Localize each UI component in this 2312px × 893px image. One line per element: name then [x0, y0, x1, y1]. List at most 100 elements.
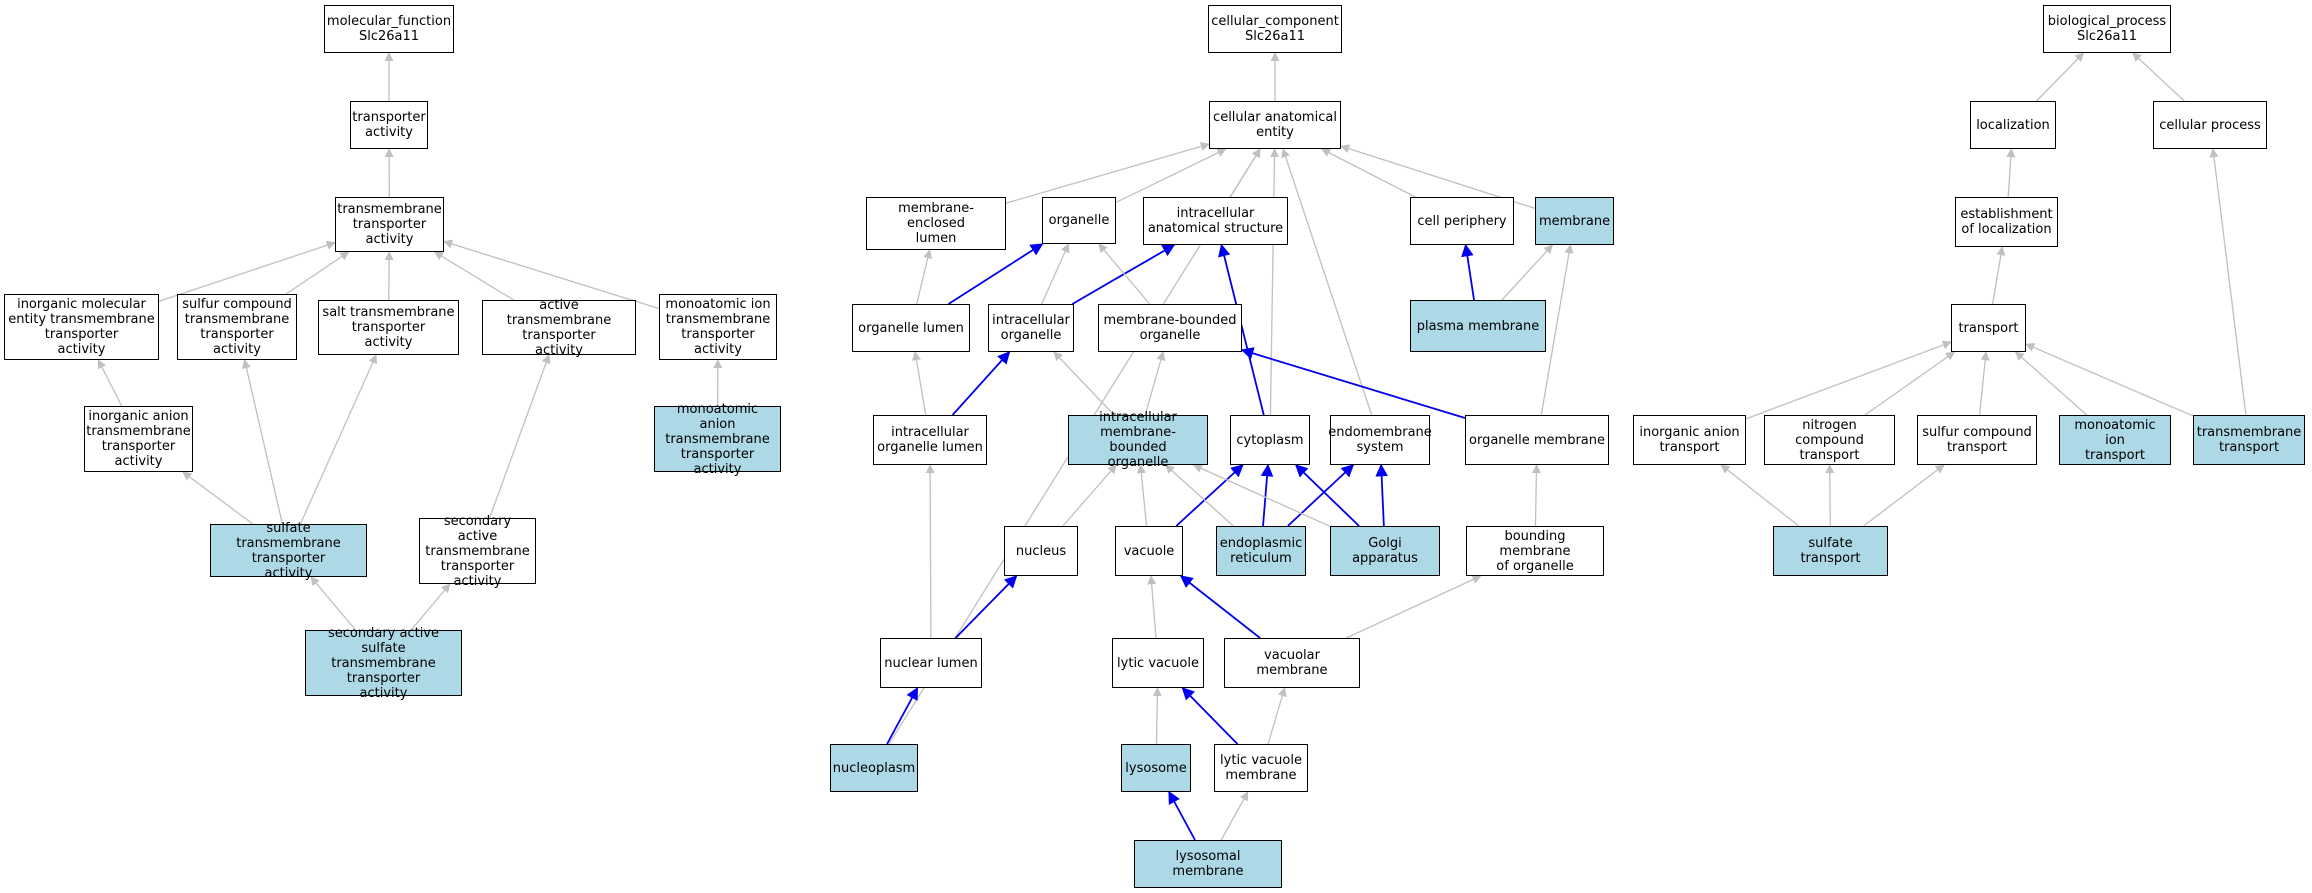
- edge-nuclear_lumen-to-nucleus: [954, 575, 1018, 639]
- edge-cellular_process-to-bp_root: [2132, 52, 2185, 102]
- edge-organelle_lumen-to-organelle: [948, 243, 1044, 305]
- edge-nitrogen_compound_transport-to-transport: [1864, 351, 1956, 416]
- edge-organelle_membrane-to-membrane: [1540, 244, 1574, 416]
- edge-transport-to-establishment_of_localization: [1991, 246, 2006, 305]
- edge-cell_periphery-to-cellular_anatomical_entity: [1320, 148, 1416, 198]
- edge-vacuole-to-cytoplasm: [1175, 464, 1244, 527]
- edge-monoatomic_ion_transport-to-transport: [2014, 351, 2088, 416]
- node-organelle[interactable]: organelle: [1042, 197, 1116, 244]
- node-lysosome[interactable]: lysosome: [1121, 744, 1191, 792]
- edge-cytoplasm-to-intracellular_anatomical_structure: [1218, 243, 1265, 416]
- edge-establishment_of_localization-to-localization: [2006, 148, 2016, 198]
- node-sulfate-transmembrane-transporter[interactable]: sulfate transmembrane transporter activi…: [210, 521, 367, 581]
- edge-intracellular_organelle_lumen-to-organelle_lumen: [911, 351, 927, 416]
- node-sulfur-compound-transporter[interactable]: sulfur compound transmembrane transporte…: [177, 294, 297, 360]
- edge-vacuolar_membrane-to-bounding_membrane_of_organelle: [1345, 575, 1482, 639]
- edge-lysosomal_membrane-to-lysosome: [1168, 790, 1196, 841]
- node-cytoplasm[interactable]: cytoplasm: [1230, 415, 1310, 465]
- node-organelle-lumen[interactable]: organelle lumen: [852, 304, 970, 352]
- edge-nuclear_lumen-to-intracellular_organelle_lumen: [925, 464, 935, 639]
- edge-endoplasmic_reticulum-to-endomembrane_system: [1287, 464, 1355, 527]
- node-sulfate-transport[interactable]: sulfate transport: [1773, 526, 1888, 576]
- edge-nucleoplasm-to-nuclear_lumen: [886, 686, 919, 745]
- node-localization[interactable]: localization: [1970, 101, 2056, 149]
- node-sulfur-compound-transport[interactable]: sulfur compound transport: [1917, 415, 2037, 465]
- edge-endomembrane_system-to-cellular_anatomical_entity: [1281, 148, 1373, 416]
- edge-sulfate_tt-to-sulfur_compound_tt: [242, 359, 284, 525]
- node-monoatomic-anion-transporter[interactable]: monoatomic anion transmembrane transport…: [654, 402, 781, 477]
- node-intracellular-organelle[interactable]: intracellular organelle: [988, 304, 1074, 352]
- edge-bounding_membrane_of_organelle-to-organelle_membrane: [1531, 464, 1541, 527]
- edge-lytic_vacuole-to-vacuole: [1147, 575, 1157, 639]
- node-cellular-process[interactable]: cellular process: [2153, 101, 2267, 149]
- node-intracellular-membrane-bounded-organelle[interactable]: intracellular membrane-bounded organelle: [1068, 410, 1208, 470]
- node-vacuolar-membrane[interactable]: vacuolar membrane: [1224, 638, 1360, 688]
- node-secondary-active-transporter[interactable]: secondary active transmembrane transport…: [419, 514, 536, 589]
- node-membrane-bounded-organelle[interactable]: membrane-bounded organelle: [1098, 304, 1242, 352]
- node-nucleus[interactable]: nucleus: [1004, 526, 1078, 576]
- node-inorganic-anion-transport[interactable]: inorganic anion transport: [1633, 415, 1746, 465]
- node-cellular-component-root[interactable]: cellular_component Slc26a11: [1208, 5, 1342, 53]
- edge-golgi_apparatus-to-cytoplasm: [1294, 464, 1360, 527]
- edge-monoatomic_ion_tt-to-transmembrane_transporter_activity: [443, 239, 660, 310]
- edge-organelle_lumen-to-membrane_enclosed_lumen: [916, 249, 933, 305]
- edge-secondary_active_sulfate_tt-to-secondary_active_tt: [410, 583, 451, 631]
- edge-localization-to-bp_root: [2036, 52, 2085, 102]
- edge-intracellular_organelle-to-intracellular_anatomical_structure: [1071, 244, 1176, 305]
- node-organelle-membrane[interactable]: organelle membrane: [1465, 415, 1609, 465]
- edge-sulfate_transport-to-inorganic_anion_transport: [1720, 464, 1800, 527]
- node-transport[interactable]: transport: [1951, 304, 2026, 352]
- edge-cytoplasm-to-cellular_anatomical_entity: [1269, 148, 1280, 416]
- node-monoatomic-ion-transport[interactable]: monoatomic ion transport: [2059, 415, 2171, 465]
- edge-inorganic_anion_tt-to-inorganic_molecular_entity_tt: [97, 359, 123, 407]
- node-cellular-anatomical-entity[interactable]: cellular anatomical entity: [1209, 101, 1341, 149]
- node-bounding-membrane-of-organelle[interactable]: bounding membrane of organelle: [1466, 526, 1604, 576]
- node-plasma-membrane[interactable]: plasma membrane: [1410, 300, 1546, 352]
- edge-sulfate_transport-to-sulfur_compound_transport: [1863, 464, 1945, 527]
- node-cell-periphery[interactable]: cell periphery: [1410, 197, 1514, 245]
- edge-transmembrane_transport-to-cellular_process: [2209, 148, 2247, 416]
- node-endoplasmic-reticulum[interactable]: endoplasmic reticulum: [1216, 526, 1306, 576]
- node-membrane-enclosed-lumen[interactable]: membrane-enclosed lumen: [866, 197, 1006, 250]
- edge-active_tt-to-transmembrane_transporter_activity: [433, 251, 515, 301]
- edge-intracellular_mb_organelle-to-intracellular_organelle: [1053, 351, 1115, 416]
- edge-intracellular_mb_organelle-to-membrane_bounded_organelle: [1144, 351, 1166, 416]
- node-biological-process-root[interactable]: biological_process Slc26a11: [2043, 5, 2171, 53]
- edge-sulfate_transport-to-nitrogen_compound_transport: [1825, 464, 1835, 527]
- node-salt-transmembrane-transporter[interactable]: salt transmembrane transporter activity: [318, 300, 459, 355]
- edge-plasma_membrane-to-membrane: [1501, 244, 1554, 301]
- node-golgi-apparatus[interactable]: Golgi apparatus: [1330, 526, 1440, 576]
- edge-plasma_membrane-to-cell_periphery: [1461, 243, 1475, 301]
- node-lytic-vacuole-membrane[interactable]: lytic vacuole membrane: [1214, 744, 1308, 792]
- node-intracellular-anatomical-structure[interactable]: intracellular anatomical structure: [1143, 197, 1288, 245]
- edge-lysosome-to-lytic_vacuole: [1152, 687, 1162, 745]
- node-active-transmembrane-transporter[interactable]: active transmembrane transporter activit…: [482, 298, 636, 358]
- node-lysosomal-membrane[interactable]: lysosomal membrane: [1134, 840, 1282, 888]
- edge-sulfur_compound_transport-to-transport: [1978, 351, 1990, 416]
- node-secondary-active-sulfate-transporter[interactable]: secondary active sulfate transmembrane t…: [305, 626, 462, 701]
- edge-organelle_membrane-to-membrane_bounded_organelle: [1240, 347, 1466, 419]
- node-transmembrane-transport[interactable]: transmembrane transport: [2193, 415, 2305, 465]
- node-lytic-vacuole[interactable]: lytic vacuole: [1112, 638, 1204, 688]
- node-membrane[interactable]: membrane: [1535, 197, 1614, 245]
- edge-vacuole-to-intracellular_mb_organelle: [1136, 464, 1148, 527]
- node-inorganic-molecular-entity-transporter[interactable]: inorganic molecular entity transmembrane…: [4, 294, 159, 360]
- edge-lytic_vacuole_membrane-to-vacuolar_membrane: [1267, 687, 1287, 745]
- node-nuclear-lumen[interactable]: nuclear lumen: [880, 638, 982, 688]
- edge-intracellular_organelle_lumen-to-intracellular_organelle: [951, 351, 1011, 416]
- node-nitrogen-compound-transport[interactable]: nitrogen compound transport: [1764, 415, 1895, 465]
- node-intracellular-organelle-lumen[interactable]: intracellular organelle lumen: [873, 415, 987, 465]
- node-monoatomic-ion-transporter[interactable]: monoatomic ion transmembrane transporter…: [659, 294, 777, 360]
- node-transporter-activity[interactable]: transporter activity: [350, 101, 428, 149]
- node-establishment-of-localization[interactable]: establishment of localization: [1955, 197, 2058, 247]
- node-molecular-function-root[interactable]: molecular_function Slc26a11: [324, 5, 454, 53]
- node-endomembrane-system[interactable]: endomembrane system: [1328, 415, 1432, 465]
- edge-lytic_vacuole_membrane-to-lytic_vacuole: [1181, 687, 1239, 745]
- node-nucleoplasm[interactable]: nucleoplasm: [830, 744, 918, 792]
- node-vacuole[interactable]: vacuole: [1115, 526, 1183, 576]
- node-transmembrane-transporter-activity[interactable]: transmembrane transporter activity: [335, 197, 444, 252]
- node-inorganic-anion-transporter[interactable]: inorganic anion transmembrane transporte…: [84, 406, 193, 472]
- edge-golgi_apparatus-to-endomembrane_system: [1375, 463, 1388, 527]
- edge-golgi_apparatus-to-intracellular_mb_organelle: [1192, 464, 1331, 527]
